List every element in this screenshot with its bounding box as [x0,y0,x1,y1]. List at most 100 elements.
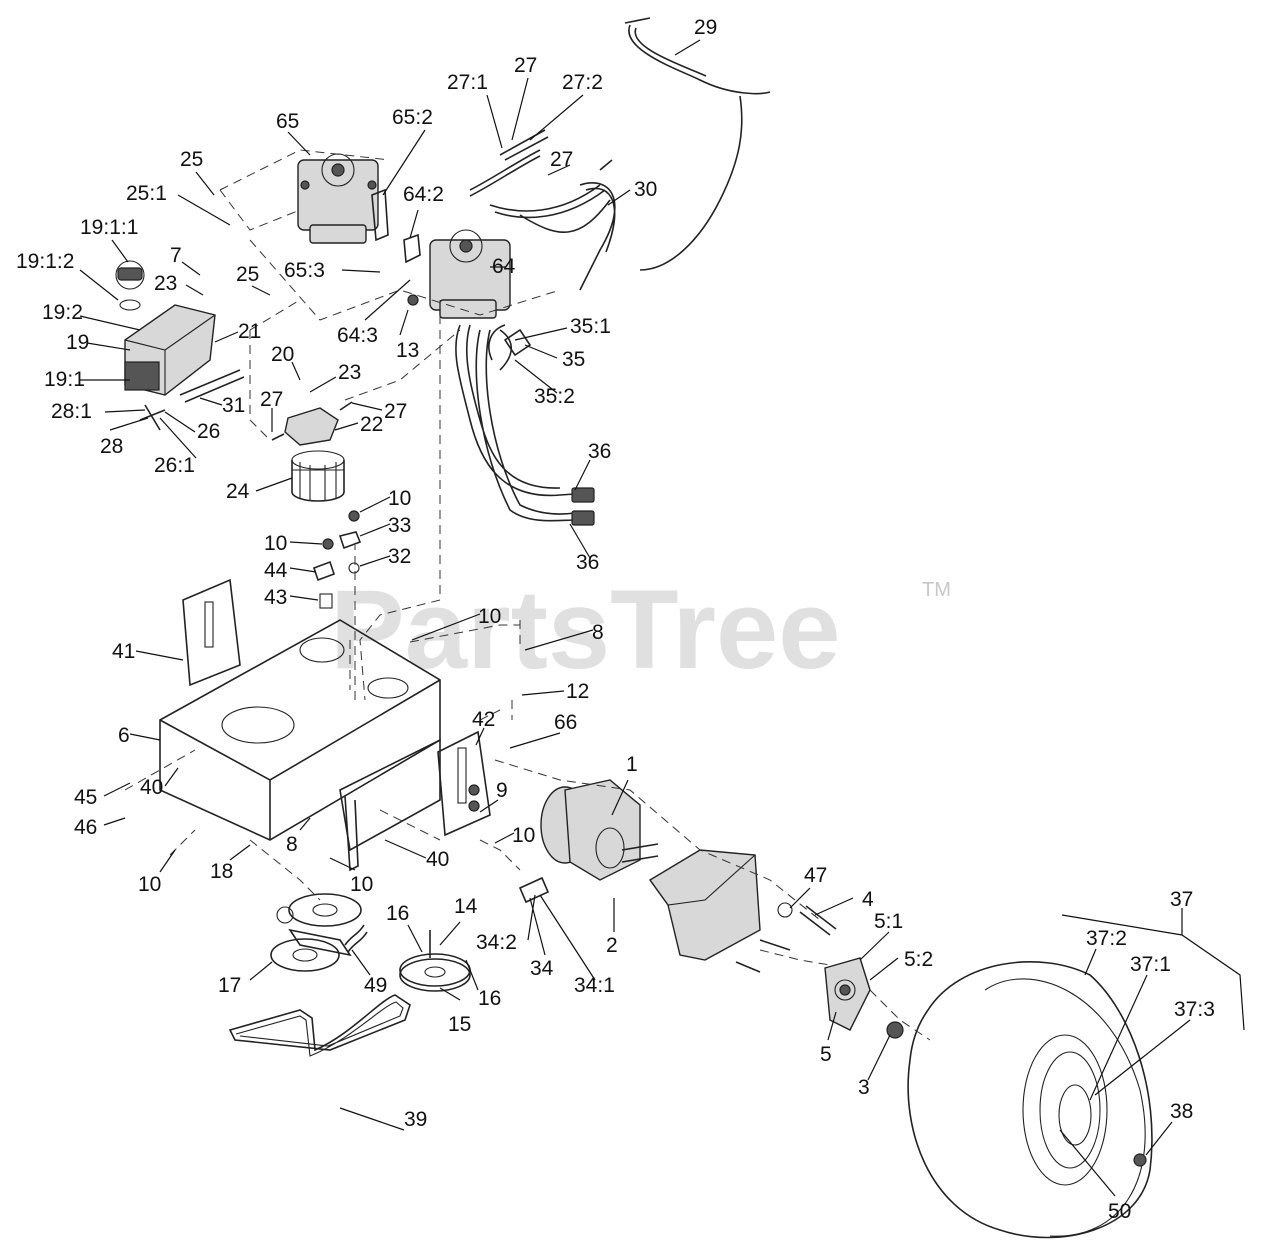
part-drawings [115,17,1153,1239]
label-1: 1 [626,753,638,776]
part-24-filter [291,450,345,502]
label-37-3: 37:3 [1174,998,1215,1021]
label-25-1: 25:1 [126,182,167,205]
label-27: 27 [514,54,537,77]
label-37-2: 37:2 [1086,927,1127,950]
label-37-1: 37:1 [1130,953,1171,976]
label-47: 47 [804,864,827,887]
part-1-motor [540,779,659,881]
label-32: 32 [388,545,411,568]
label-6: 6 [118,724,130,747]
label-42: 42 [472,708,495,731]
label-40: 40 [140,776,163,799]
label-64: 64 [492,255,516,278]
label-46: 46 [74,816,97,839]
label-25: 25 [180,148,203,171]
label-4: 4 [862,888,874,911]
assembly-lines [124,149,931,1041]
label-10: 10 [264,532,287,555]
label-14: 14 [454,895,478,918]
label-41: 41 [112,640,135,663]
label-35-2: 35:2 [534,385,575,408]
part-36-hoses [455,324,576,522]
label-30: 30 [634,178,657,201]
label-65: 65 [276,110,299,133]
label-29: 29 [694,16,717,39]
label-7: 7 [170,244,182,267]
label-10: 10 [388,487,411,510]
label-26: 26 [197,420,220,443]
label-64-3: 64:3 [337,324,378,347]
label-19-1-2: 19:1:2 [16,250,74,273]
label-66: 66 [554,711,577,734]
label-65-3: 65:3 [284,259,325,282]
label-35-1: 35:1 [570,315,611,338]
label-16: 16 [386,902,409,925]
part-15-pulley [399,953,471,992]
part-39-belt [228,994,411,1052]
label-17: 17 [218,974,241,997]
label-38: 38 [1170,1100,1193,1123]
label-40: 40 [426,848,449,871]
callout-labels: 29 27:1 27 27:2 65 65:2 25 25:1 27 30 19… [16,16,1215,1223]
label-50: 50 [1108,1200,1131,1223]
part-42-bracket [437,730,491,837]
label-3: 3 [858,1076,870,1099]
label-8: 8 [592,621,604,644]
label-28: 28 [100,435,123,458]
part-5-hub [824,957,871,1031]
label-31: 31 [222,394,245,417]
label-26-1: 26:1 [154,454,195,477]
label-5-1: 5:1 [874,910,903,933]
label-34: 34 [530,957,554,980]
label-21: 21 [238,320,261,343]
part-37-tire [907,961,1153,1239]
label-19-1: 19:1 [44,368,85,391]
label-13: 13 [396,339,419,362]
label-65-2: 65:2 [392,106,433,129]
label-36: 36 [576,551,599,574]
label-27-2: 27:2 [562,71,603,94]
label-43: 43 [264,586,287,609]
part-30-hose [579,182,616,291]
label-10: 10 [478,605,501,628]
part-17-idler [270,893,362,972]
label-28-1: 28:1 [51,400,92,423]
label-35: 35 [562,348,585,371]
label-15: 15 [448,1013,471,1036]
label-9: 9 [496,779,508,802]
label-39: 39 [404,1108,427,1131]
label-37: 37 [1170,888,1193,911]
label-10: 10 [512,824,535,847]
part-64-pump [429,229,511,319]
watermark-trademark: TM [922,579,951,601]
part-19-tank [115,260,216,396]
label-25: 25 [236,263,259,286]
label-18: 18 [210,860,233,883]
label-19-1-1: 19:1:1 [80,216,138,239]
label-2: 2 [606,934,618,957]
label-45: 45 [74,786,97,809]
label-23: 23 [154,272,177,295]
label-22: 22 [360,413,383,436]
label-27: 27 [384,400,407,423]
label-12: 12 [566,680,589,703]
label-33: 33 [388,514,411,537]
label-10: 10 [138,873,161,896]
watermark: PartsTree [330,567,841,692]
label-34-2: 34:2 [476,931,517,954]
part-65-pump [297,153,379,244]
label-36: 36 [588,440,611,463]
label-27: 27 [260,388,283,411]
label-10: 10 [350,873,373,896]
label-24: 24 [226,480,250,503]
label-19-2: 19:2 [42,301,83,324]
label-27: 27 [550,148,573,171]
part-41-plate [182,578,241,687]
label-27-1: 27:1 [447,71,488,94]
part-29-hose [624,17,771,271]
label-64-2: 64:2 [403,183,444,206]
label-34-1: 34:1 [574,974,615,997]
label-5: 5 [820,1043,832,1066]
